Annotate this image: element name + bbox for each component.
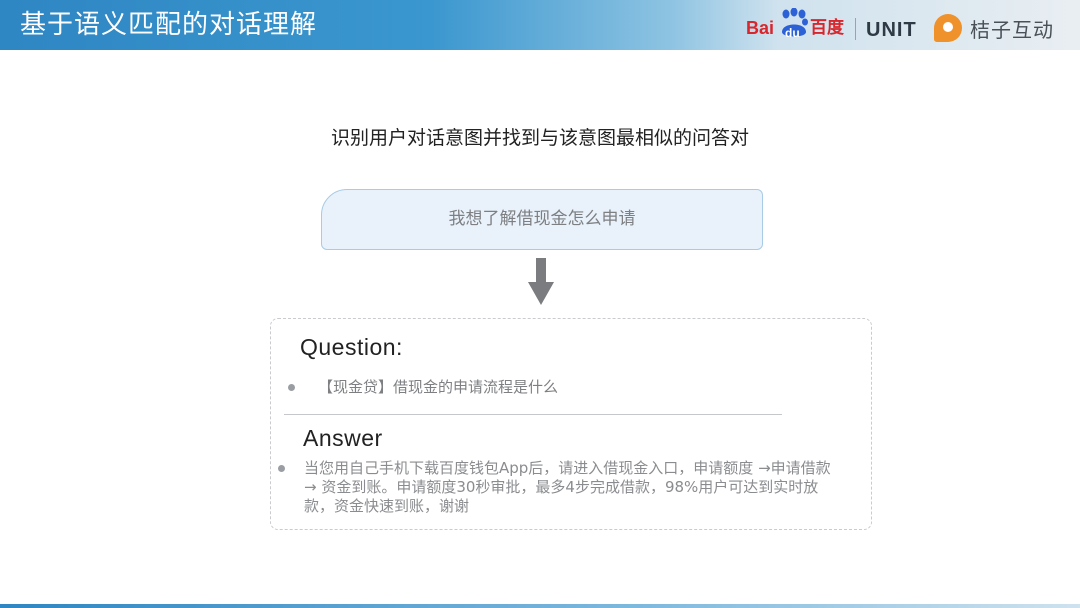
baidu-logo-text-right: 百度 bbox=[810, 18, 844, 38]
answer-heading: Answer bbox=[303, 425, 383, 451]
baidu-paw-icon bbox=[782, 8, 808, 37]
question-bullet-icon bbox=[288, 384, 295, 391]
question-heading: Question: bbox=[300, 334, 403, 360]
juzi-logo-dot bbox=[943, 22, 953, 32]
juzi-logo-text: 桔子互动 bbox=[970, 18, 1054, 42]
juzi-logo: 桔子互动 bbox=[934, 14, 1064, 48]
user-query-bubble: 我想了解借现金怎么申请 bbox=[321, 189, 763, 250]
baidu-logo: Bai du 百度 bbox=[744, 8, 848, 42]
juzi-logo-icon bbox=[934, 14, 962, 42]
question-text: 【现金贷】借现金的申请流程是什么 bbox=[318, 378, 559, 396]
unit-logo: UNIT bbox=[866, 19, 917, 41]
footer-bar bbox=[0, 604, 1080, 608]
qa-divider bbox=[284, 414, 782, 415]
baidu-logo-text-paw: du bbox=[785, 26, 800, 40]
title-bar: 基于语义匹配的对话理解 Bai du 百度 UNIT 桔子互动 bbox=[0, 0, 1080, 50]
answer-text: 当您用自己手机下载百度钱包App后，请进入借现金入口，申请额度 →申请借款 → … bbox=[304, 459, 831, 515]
answer-bullet-icon bbox=[278, 465, 285, 472]
matched-qa-card bbox=[270, 318, 872, 530]
logo-divider bbox=[855, 18, 856, 40]
subheading: 识别用户对话意图并找到与该意图最相似的问答对 bbox=[330, 127, 749, 149]
baidu-logo-text-left: Bai bbox=[746, 18, 775, 38]
arrow-down-icon bbox=[528, 258, 554, 305]
slide-title: 基于语义匹配的对话理解 bbox=[20, 10, 318, 40]
user-query-text: 我想了解借现金怎么申请 bbox=[448, 209, 636, 229]
